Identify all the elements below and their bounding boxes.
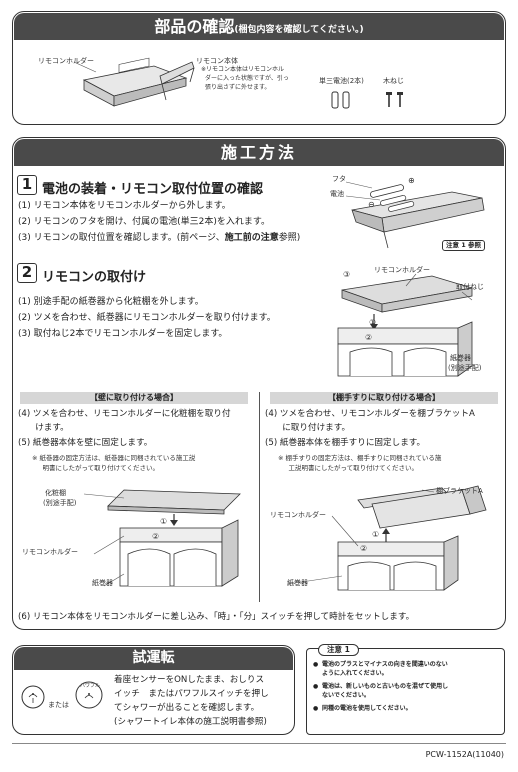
parts-remote-label: リモコン本体 [196, 57, 238, 65]
step2-holder-label: リモコンホルダー [374, 266, 430, 274]
rail-line-3: (5) 紙巻器本体を棚手すりに固定します。 [265, 438, 426, 448]
install-title: 施工方法 [220, 143, 297, 162]
step1-battery-label: 電池 [330, 190, 344, 198]
rail-line-1: (4) ツメを合わせ、リモコンホルダーを棚ブラケットA [265, 409, 475, 419]
notice-bullet-3: ● [313, 705, 319, 712]
notice-item-2a: 電池は、新しいものと古いものを混ぜて使用し [322, 683, 449, 690]
wall-note-2: 明書にしたがって取り付けてください。 [36, 464, 159, 472]
battery-icon [331, 91, 350, 109]
parts-holder-label: リモコンホルダー [38, 57, 94, 65]
wall-illustration [83, 489, 241, 587]
oshiri-switch-icon [21, 685, 45, 709]
wall-line-2: けます。 [18, 423, 69, 433]
trial-line-3: てシャワーが出ることを確認します。 [114, 703, 260, 713]
parts-battery-label: 単三電池(2本) [319, 77, 364, 85]
parts-title: 部品の確認 [154, 17, 235, 36]
step1-number: 1 [17, 175, 37, 195]
wall-shelf-label: 化粧棚 [45, 489, 66, 497]
wall-note-1: ※ 紙巻器の固定方法は、紙巻器に同梱されている施工説 [32, 454, 196, 462]
step6-text: (6) リモコン本体をリモコンホルダーに差し込み、「時」・「分」スイッチを押して… [18, 612, 415, 622]
rail-note-2: 工説明書にしたがって取り付けてください。 [282, 464, 418, 472]
parts-holder-illustration [74, 57, 188, 107]
rail-holder-label: リモコンホルダー [270, 511, 326, 519]
trial-line-1: 着座センサーをONしたまま、おしりス [114, 675, 265, 685]
step2-illustration [337, 273, 473, 377]
rail-marker-1: ① [372, 530, 380, 539]
rail-paper-label: 紙巻器 [287, 579, 308, 587]
powerful-switch-icon [75, 681, 103, 709]
wall-marker-2: ② [152, 532, 160, 541]
rail-note-1: ※ 棚手すりの固定方法は、棚手すりに同梱されている施 [278, 454, 442, 462]
step2-marker-3: ③ [343, 270, 351, 279]
notice-item-1a: 電池のプラスとマイナスの向きを間違いのない [322, 661, 448, 668]
step2-screw-label: 取付ねじ [456, 283, 484, 291]
trial-title: 試運転 [132, 650, 175, 666]
step1-illustration [345, 181, 485, 249]
wall-paper-label: 紙巻器 [92, 579, 113, 587]
notice-bullet-1: ● [313, 661, 319, 668]
notice-box [306, 648, 505, 735]
notice-title: 注意 1 [318, 644, 359, 656]
plus-icon: ⊕ [408, 176, 415, 185]
parts-title-bar: 部品の確認(梱包内容を確認してください。) [14, 13, 504, 40]
step1-line-3: (3) リモコンの取付位置を確認します。(前ページ、施工前の注意参照) [18, 232, 300, 245]
step1-line-3-post: 参照) [278, 233, 301, 243]
step2-number: 2 [17, 263, 37, 283]
notice-bullet-2: ● [313, 683, 319, 690]
rail-marker-2: ② [360, 544, 368, 553]
trial-or: または [48, 701, 69, 709]
footer-rule [12, 743, 506, 744]
wall-title: 【壁に取り付ける場合】 [20, 392, 248, 404]
step2-line-2: (2) ツメを合わせ、紙巻器にリモコンホルダーを取り付けます。 [18, 313, 276, 323]
wall-shelf-sub: (別途手配) [43, 499, 77, 507]
step2-heading: リモコンの取付け [42, 270, 147, 285]
footer-code: PCW-1152A(11040) [425, 750, 504, 759]
step2-marker-1: ① [369, 318, 377, 327]
step1-line-3-bold: 施工前の注意 [224, 233, 279, 243]
step2-line-3: (3) 取付ねじ2本でリモコンホルダーを固定します。 [18, 329, 228, 339]
wall-line-1: (4) ツメを合わせ、リモコンホルダーに化粧棚を取り付 [18, 409, 231, 419]
parts-remote-note-2: ダーに入った状態ですが、引っ [205, 75, 289, 82]
step2-paper-label: 紙巻器 [450, 354, 471, 362]
minus-icon: ⊖ [368, 200, 375, 209]
wall-line-3: (5) 紙巻器本体を壁に固定します。 [18, 438, 153, 448]
parts-remote-illustration [159, 61, 195, 101]
powerful-label: パワフル [80, 683, 101, 689]
parts-remote-note-1: ※リモコン本体はリモコンホル [201, 66, 285, 73]
parts-title-note: (梱包内容を確認してください。) [234, 25, 364, 35]
parts-remote-note-3: 張り出さずに外せます。 [205, 84, 271, 91]
trial-line-4: (シャワートイレ本体の施工説明書参照) [114, 717, 267, 727]
wall-holder-label: リモコンホルダー [22, 548, 78, 556]
parts-screw-label: 木ねじ [383, 77, 404, 85]
rail-bracket-label: 棚ブラケットA [436, 487, 483, 495]
step1-heading: 電池の装着・リモコン取付位置の確認 [42, 182, 264, 197]
split-divider [259, 392, 260, 602]
notice-item-2b: ないでください。 [322, 692, 370, 699]
step2-marker-2: ② [365, 333, 373, 342]
step2-line-1: (1) 別途手配の紙巻器から化粧棚を外します。 [18, 297, 204, 307]
rail-title: 【棚手すりに取り付ける場合】 [270, 392, 498, 404]
rail-line-2: に取り付けます。 [265, 423, 351, 433]
screw-icon [386, 92, 403, 107]
step2-paper-sub: (別途手配) [448, 364, 482, 372]
wall-marker-1: ① [160, 517, 168, 526]
notice-item-1b: ように入れてください。 [322, 670, 388, 677]
trial-title-bar: 試運転 [14, 647, 293, 670]
step1-lid-label: フタ [332, 175, 346, 183]
rail-illustration [287, 485, 487, 591]
step1-line-3-pre: (3) リモコンの取付位置を確認します。(前ページ、 [18, 233, 225, 243]
notice-item-3a: 同種の電池を使用してください。 [322, 705, 412, 712]
trial-line-2: イッチ またはパワフルスイッチを押し [114, 689, 269, 699]
install-title-bar: 施工方法 [14, 139, 504, 166]
step1-line-1: (1) リモコン本体をリモコンホルダーから外します。 [18, 201, 231, 211]
step1-line-2: (2) リモコンのフタを開け、付属の電池(単三2本)を入れます。 [18, 217, 271, 227]
step1-notice-ref: 注意 1 参照 [442, 240, 486, 251]
